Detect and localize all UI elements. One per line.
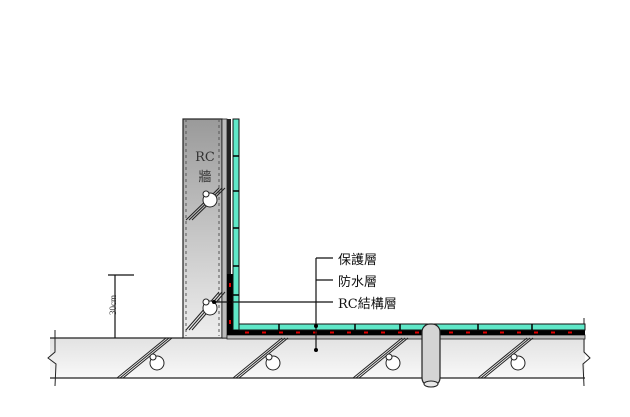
waterproof-dot (500, 331, 504, 334)
waterproof-dot (415, 331, 419, 334)
break-line-left (47, 330, 57, 387)
wall-label-line2: 牆 (198, 170, 212, 185)
drain-pipe (421, 323, 441, 388)
waterproof-dot (330, 331, 334, 334)
waterproof-dot (296, 331, 300, 334)
waterproof-dot (517, 331, 521, 334)
dimension-line (108, 274, 134, 338)
waterproof-dot (568, 331, 572, 334)
waterproof-dot (466, 331, 470, 334)
waterproof-dot (262, 331, 266, 334)
rebar-icon (232, 337, 289, 379)
waterproof-dot (551, 331, 555, 334)
break-line-right (582, 318, 591, 387)
leader-lines (214, 257, 333, 350)
rebar-icon (352, 337, 409, 379)
rebar-icon (477, 337, 534, 379)
waterproof-dot (449, 331, 453, 334)
label-waterproof-layer: 防水層 (338, 275, 378, 290)
waterproof-dot (245, 331, 249, 334)
rebar-icon (185, 187, 226, 221)
dimension-label: 30cm (108, 295, 118, 315)
waterproof-dot (483, 331, 487, 334)
waterproof-dot (347, 331, 351, 334)
label-protection-layer: 保護層 (338, 253, 378, 268)
waterproof-layers (221, 118, 586, 340)
waterproof-dot (381, 331, 385, 334)
waterproof-dot (364, 331, 368, 334)
rebar-icon (185, 291, 226, 331)
waterproof-dot (313, 331, 317, 334)
waterproof-dot (279, 331, 283, 334)
label-rc-structure-layer: RC結構層 (338, 297, 397, 312)
rebar-icon (116, 337, 173, 379)
wall-label-line1: RC (195, 150, 215, 165)
wall-label: RC 牆 (190, 148, 220, 188)
waterproof-dot (534, 331, 538, 334)
waterproof-dot (398, 331, 402, 334)
